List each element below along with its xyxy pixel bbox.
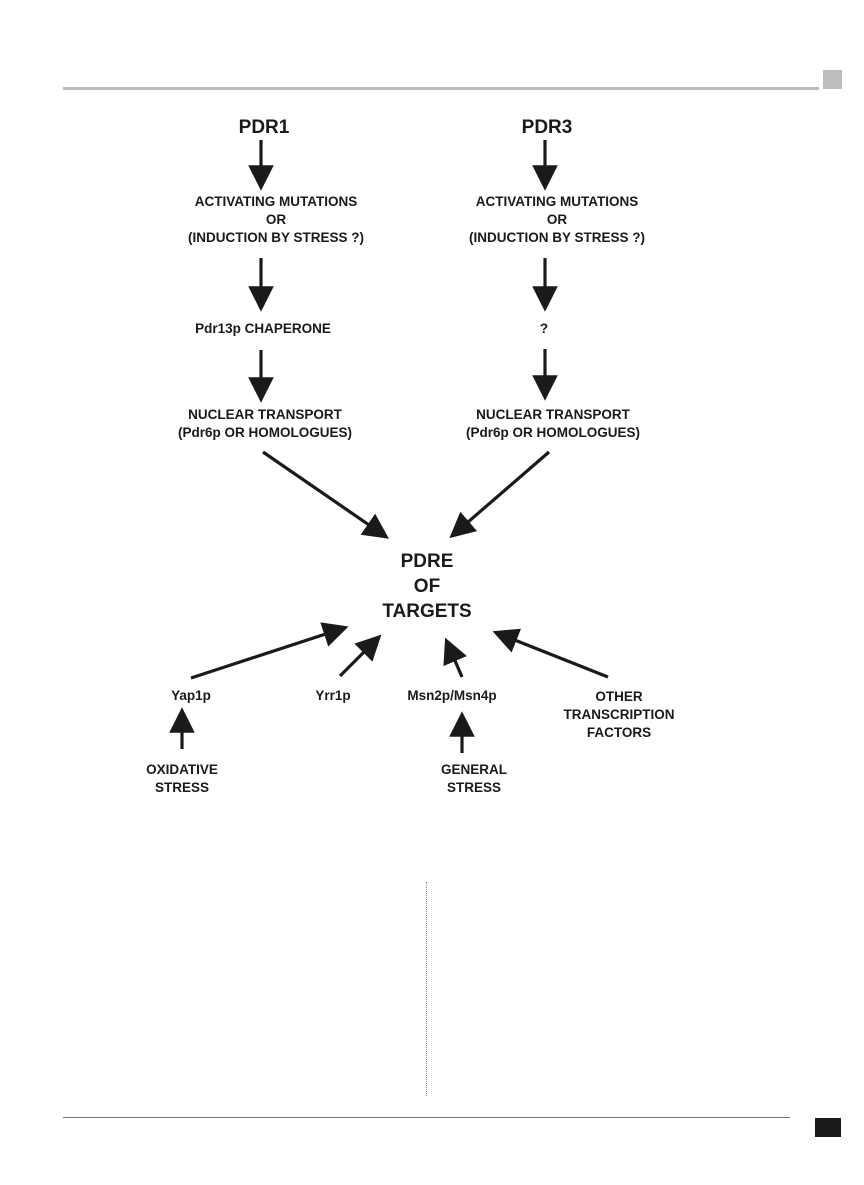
general-line-2: STRESS: [446, 780, 502, 795]
pdr1-transport-line-1: NUCLEAR TRANSPORT: [188, 407, 342, 422]
other-transcription-factors-label: OTHER TRANSCRIPTION FACTORS: [564, 688, 675, 742]
pdr1-activation-line-2: OR: [265, 212, 287, 227]
footer-rule: [63, 1117, 790, 1118]
oxidative-line-2: STRESS: [154, 780, 210, 795]
arrow-pdr1-transport-to-pdre: [262, 450, 389, 539]
pdr1-label: PDR1: [238, 117, 290, 138]
msn2p-msn4p-label: Msn2p/Msn4p: [407, 688, 497, 703]
arrow-other-tf-to-pdre: [492, 628, 609, 679]
yap1p-label: Yap1p: [171, 688, 211, 703]
pdr3-unknown-step-label: ?: [539, 321, 549, 336]
pdr3-activation-line-2: OR: [546, 212, 568, 227]
general-stress-label: GENERAL STRESS: [441, 761, 507, 797]
pdr3-transport-line-1: NUCLEAR TRANSPORT: [476, 407, 630, 422]
oxidative-stress-label: OXIDATIVE STRESS: [146, 761, 218, 797]
arrow-msn-to-pdre: [443, 637, 467, 678]
pdr1-transport-line-2: (Pdr6p OR HOMOLOGUES): [177, 425, 353, 440]
pdr1-activation-line-1: ACTIVATING MUTATIONS: [194, 194, 358, 209]
arrow-yap1p-to-pdre: [190, 622, 349, 680]
pdre-line-1: PDRE: [400, 551, 454, 572]
column-divider: [426, 882, 427, 1096]
pdr3-nuclear-transport-label: NUCLEAR TRANSPORT (Pdr6p OR HOMOLOGUES): [466, 406, 640, 442]
pdr3-transport-line-2: (Pdr6p OR HOMOLOGUES): [465, 425, 641, 440]
pdr3-activation-line-3: (INDUCTION BY STRESS ?): [468, 230, 646, 245]
arrow-pdr3-transport-to-pdre: [449, 450, 551, 539]
pdr3-label: PDR3: [521, 117, 573, 138]
footer-page-tab: [815, 1118, 841, 1137]
other-tf-line-1: OTHER: [595, 689, 643, 704]
pdr1-nuclear-transport-label: NUCLEAR TRANSPORT (Pdr6p OR HOMOLOGUES): [178, 406, 352, 442]
yrr1p-label: Yrr1p: [315, 688, 351, 703]
arrow-yrr1p-to-pdre: [338, 634, 382, 678]
pdr3-activation-line-1: ACTIVATING MUTATIONS: [475, 194, 639, 209]
other-tf-line-3: FACTORS: [586, 725, 652, 740]
pdr13p-chaperone-label: Pdr13p CHAPERONE: [195, 321, 331, 336]
oxidative-line-1: OXIDATIVE: [146, 762, 218, 777]
pdre-targets-label: PDRE OF TARGETS: [382, 549, 471, 624]
header-rule: [63, 87, 819, 90]
general-line-1: GENERAL: [440, 762, 508, 777]
pdr3-activation-label: ACTIVATING MUTATIONS OR (INDUCTION BY ST…: [469, 193, 645, 247]
pdre-line-3: TARGETS: [382, 601, 472, 622]
pdr1-activation-label: ACTIVATING MUTATIONS OR (INDUCTION BY ST…: [188, 193, 364, 247]
pdre-line-2: OF: [413, 576, 441, 597]
other-tf-line-2: TRANSCRIPTION: [563, 707, 675, 722]
pdr1-activation-line-3: (INDUCTION BY STRESS ?): [187, 230, 365, 245]
header-page-tab: [823, 70, 842, 89]
